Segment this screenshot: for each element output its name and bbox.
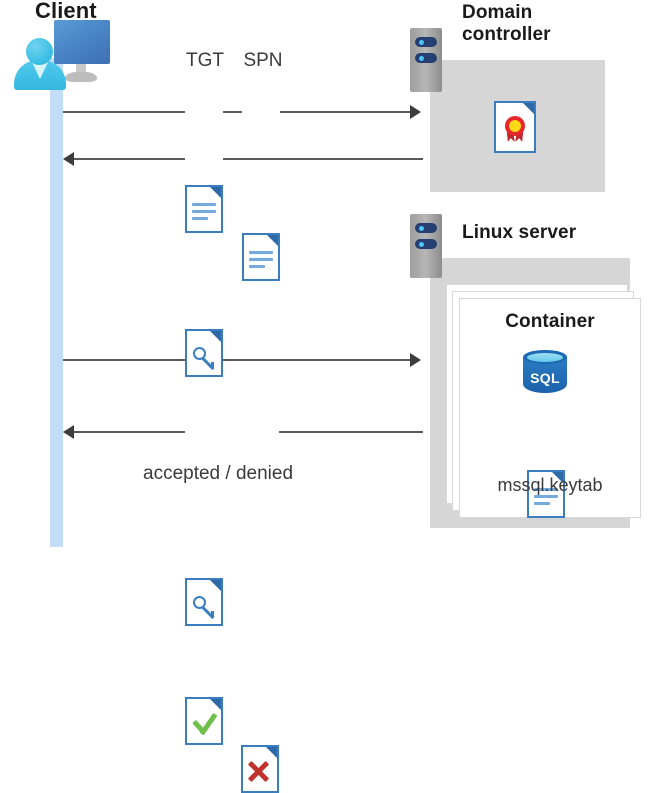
cross-document-icon <box>241 745 279 793</box>
message-3-arrowhead <box>410 353 421 367</box>
tgt-label: TGT <box>186 50 224 71</box>
container-title: Container <box>505 311 595 332</box>
message-1-arrowhead <box>410 105 421 119</box>
rack-bar <box>415 223 437 233</box>
message-4-line-left <box>74 431 185 433</box>
rack-bar <box>415 53 437 63</box>
tgt-document-icon <box>185 185 223 233</box>
user-computer-icon <box>12 20 112 90</box>
message-2-line-right <box>223 158 423 160</box>
person-collar <box>31 60 49 79</box>
monitor-screen <box>54 20 110 64</box>
key-document-icon <box>185 578 223 626</box>
message-3-line-right <box>223 359 411 361</box>
sql-database-icon: SQL <box>523 350 567 400</box>
linux-server-rack-icon <box>410 214 442 278</box>
client-lifeline <box>50 58 63 547</box>
client-title: Client <box>35 0 97 23</box>
message-3-line-left <box>63 359 185 361</box>
domain-controller-title: Domain controller <box>462 2 551 46</box>
message-1-line-left <box>63 111 185 113</box>
domain-controller-server-rack-icon <box>410 28 442 92</box>
message-1-line-mid <box>223 111 242 113</box>
message-2-arrowhead <box>63 152 74 166</box>
rack-bar <box>415 37 437 47</box>
sql-database-label: SQL <box>530 370 560 386</box>
monitor-neck <box>76 64 86 74</box>
message-1-line-right <box>280 111 411 113</box>
accepted-denied-caption: accepted / denied <box>143 463 294 484</box>
monitor-base <box>65 72 97 82</box>
spn-label: SPN <box>243 50 283 71</box>
keytab-document-icon <box>527 470 565 518</box>
certificate-document-icon <box>494 101 536 153</box>
rack-bar <box>415 239 437 249</box>
key-document-icon <box>185 329 223 377</box>
check-document-icon <box>185 697 223 745</box>
spn-document-icon <box>242 233 280 281</box>
message-4-arrowhead <box>63 425 74 439</box>
keytab-label: mssql.keytab <box>497 475 603 495</box>
person-head <box>26 38 53 65</box>
message-4-line-right <box>279 431 423 433</box>
linux-server-title: Linux server <box>462 222 577 243</box>
message-2-line-left <box>74 158 185 160</box>
